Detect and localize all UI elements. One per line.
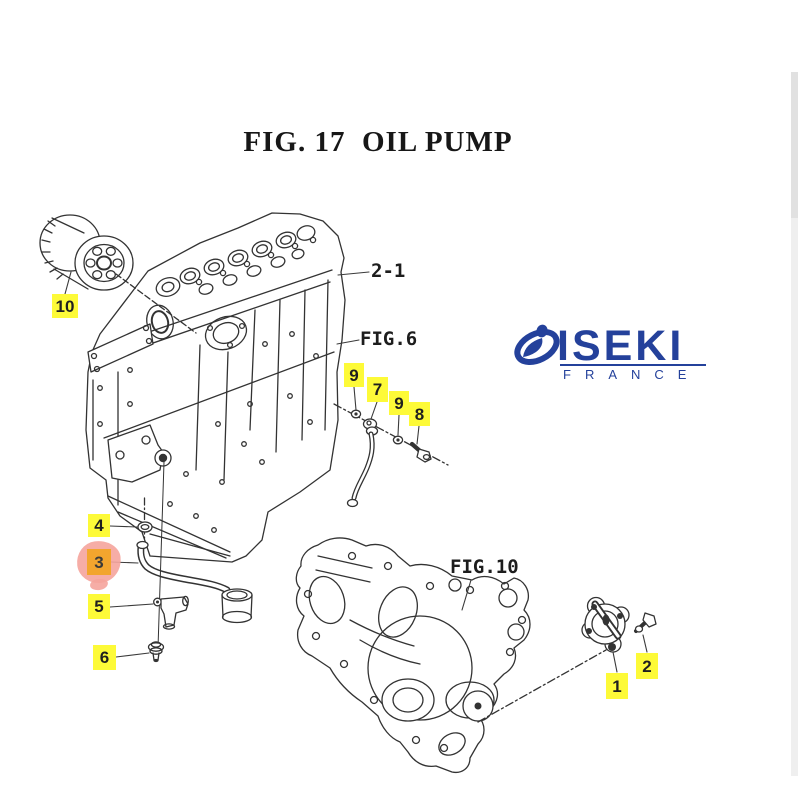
iseki-logo-mark-icon [514, 324, 560, 366]
callout-7[interactable]: 7 [367, 377, 388, 402]
callout-4[interactable]: 4 [88, 514, 110, 537]
ref-head-2-1: 2-1 [371, 260, 406, 282]
iseki-brand-text: ISEKI [557, 322, 685, 370]
callout-6[interactable]: 6 [93, 645, 116, 670]
scrollbar-track[interactable] [791, 72, 798, 776]
callout-10[interactable]: 10 [52, 294, 78, 318]
iseki-logo-rule [560, 364, 706, 366]
callout-5[interactable]: 5 [88, 594, 110, 619]
elbow-and-bolt-drawing [147, 461, 189, 663]
oil-pump-drawing [477, 596, 657, 723]
scrollbar-thumb[interactable] [791, 72, 798, 218]
ref-fig10: FIG.10 [450, 556, 519, 578]
leader-lines [64, 271, 648, 673]
callout-3-highlighted[interactable]: 3 [87, 549, 111, 575]
iseki-region-text: FRANCE [563, 367, 701, 382]
oil-line-drawing [333, 403, 449, 508]
figure-title: FIG. 17 OIL PUMP [243, 126, 513, 158]
callout-2[interactable]: 2 [636, 653, 658, 679]
callout-1[interactable]: 1 [606, 673, 628, 699]
callout-8[interactable]: 8 [409, 402, 430, 426]
gear-case-drawing [295, 537, 531, 774]
callout-9a[interactable]: 9 [344, 363, 364, 387]
callout-9b[interactable]: 9 [389, 391, 409, 415]
ref-fig6: FIG.6 [360, 328, 418, 350]
suction-pipe-drawing [136, 497, 253, 624]
oil-filter-drawing [39, 214, 197, 334]
engine-block-drawing [85, 212, 346, 563]
